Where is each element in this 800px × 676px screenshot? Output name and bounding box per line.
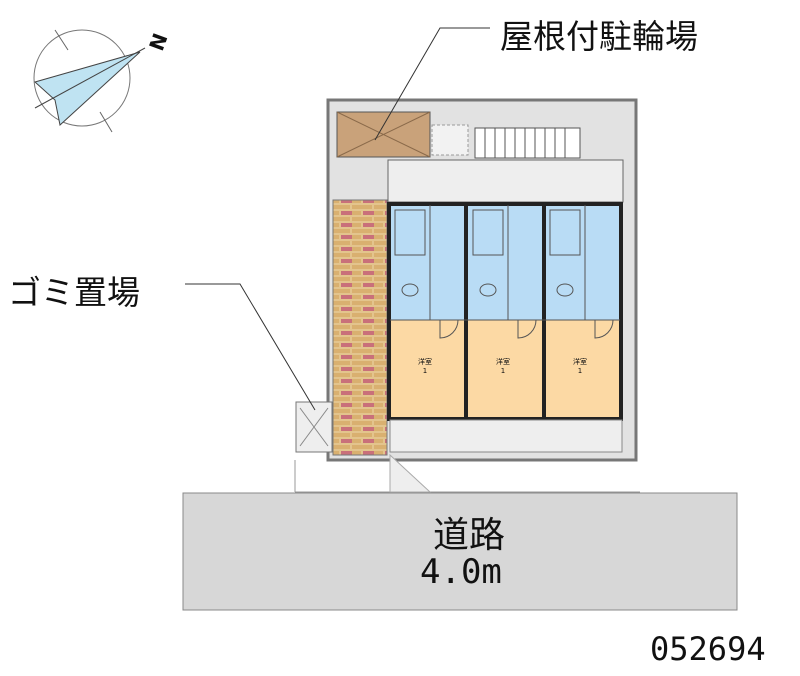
north-compass-icon [33, 29, 146, 133]
unit-2 [468, 205, 543, 418]
stairs [474, 127, 581, 159]
garbage-label: ゴミ置場 [8, 273, 140, 312]
unit-3 [545, 205, 620, 418]
road [182, 492, 738, 611]
unit-1 [390, 205, 465, 418]
road-label: 道路 [433, 515, 506, 556]
road-width: 4.0m [420, 552, 502, 592]
bicycle-parking-label: 屋根付駐輪場 [500, 17, 698, 56]
brick-paving [332, 199, 388, 456]
listing-code: 052694 [650, 630, 766, 668]
